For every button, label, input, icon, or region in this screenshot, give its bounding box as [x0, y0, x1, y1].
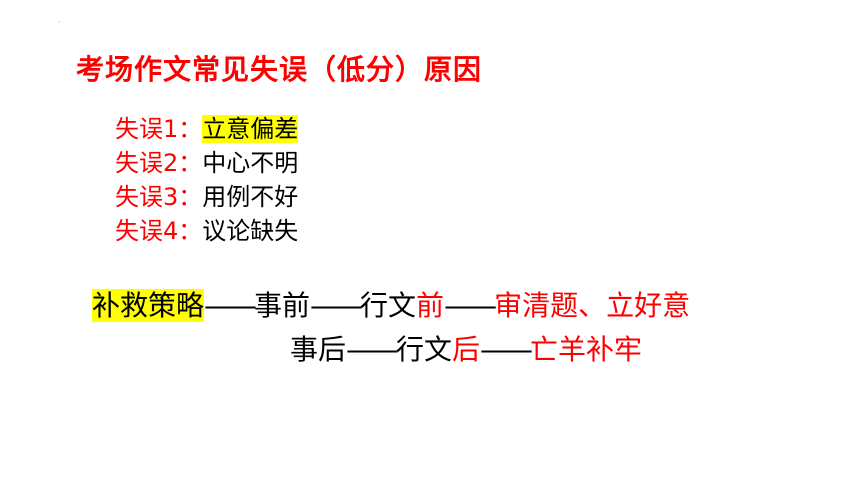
error-label: 失误3： [115, 183, 203, 211]
dash: —— [310, 289, 363, 322]
error-label: 失误2： [115, 149, 203, 177]
error-item-2: 失误2：中心不明 [115, 148, 298, 178]
strategy-after-line: 事后——行文后——亡羊补牢 [290, 332, 642, 368]
strategy-key: 后 [452, 333, 481, 366]
strategy-action: 亡羊补牢 [530, 333, 643, 366]
error-item-3: 失误3：用例不好 [115, 182, 298, 212]
error-label: 失误4： [115, 217, 203, 245]
error-item-4: 失误4：议论缺失 [115, 216, 298, 246]
strategy-before-line: 补救策略——事前——行文前——审清题、立好意 [92, 288, 690, 324]
strategy-when: 事后 [290, 333, 347, 366]
strategy-heading: 补救策略 [92, 289, 205, 322]
error-text: 中心不明 [202, 149, 299, 177]
strategy-when: 事前 [254, 289, 311, 322]
error-item-1: 失误1：立意偏差 [115, 114, 299, 144]
dash: —— [346, 333, 399, 366]
strategy-prefix: 行文 [396, 333, 453, 366]
strategy-key: 前 [416, 289, 445, 322]
dash: —— [480, 333, 533, 366]
dash: —— [204, 289, 257, 322]
corner-mark: · [58, 18, 61, 27]
error-label: 失误1： [115, 115, 203, 143]
dash: —— [444, 289, 497, 322]
page-title: 考场作文常见失误（低分）原因 [76, 53, 483, 86]
strategy-action: 审清题、立好意 [494, 289, 691, 322]
error-text-highlighted: 立意偏差 [202, 115, 299, 143]
error-text: 议论缺失 [202, 217, 299, 245]
strategy-prefix: 行文 [360, 289, 417, 322]
error-text: 用例不好 [202, 183, 299, 211]
